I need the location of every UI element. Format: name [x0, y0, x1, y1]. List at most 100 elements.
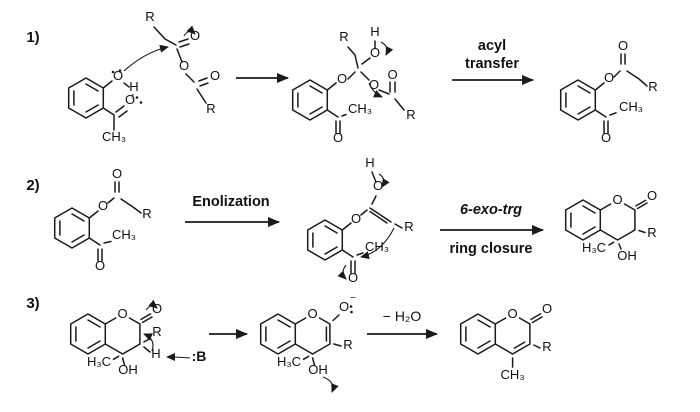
atom-r: R [145, 9, 154, 24]
atom-r: R [542, 339, 551, 354]
bonds [494, 313, 543, 368]
bonds [294, 314, 342, 366]
atom-r: R [343, 337, 352, 352]
atom-o: O [118, 306, 128, 321]
lone-pair-dot [118, 69, 122, 72]
dehydration-step: − H₂O [367, 308, 438, 339]
atom-o: O [601, 130, 611, 145]
bonds [104, 313, 153, 366]
curved-arrow-phenol-attack [123, 44, 169, 72]
atom-o: O [618, 38, 628, 53]
atom-h: H [370, 24, 379, 39]
atom-o: O [373, 178, 383, 193]
benzene-ring [559, 79, 597, 121]
curved-arrow-pi-to-oxygen [183, 25, 196, 37]
atom-o: O [333, 130, 343, 145]
atom-o: O [152, 301, 162, 316]
atom-o: O [95, 258, 105, 273]
bonds [102, 80, 130, 131]
molecule-chromanone-product: O O R H₃C OH [564, 188, 657, 263]
atom-o: O [190, 28, 200, 43]
benzene-ring [69, 313, 107, 355]
atom-ch3: CH₃ [365, 239, 389, 254]
atom-o: O [339, 299, 349, 314]
atom-o: O [370, 45, 380, 60]
molecule-hydroxyacetophenone: O H O CH₃ [67, 68, 143, 144]
atom-o: O [604, 70, 614, 85]
negative-charge: − [350, 293, 356, 304]
atom-r: R [648, 79, 657, 94]
curved-arrow-enol-oh [378, 173, 390, 188]
lone-pair-dot [139, 101, 143, 104]
molecule-coumarin-product: O O R CH₃ [459, 301, 552, 382]
atom-o: O [647, 188, 657, 203]
lone-pair-dots [111, 69, 143, 104]
atom-ch3: CH₃ [112, 227, 136, 242]
base-label: :B [192, 348, 207, 364]
curved-arrow-carbonyl-pi [145, 299, 158, 311]
step-2: 2) O O R CH₃ O Enolization O O H R CH₃ O [26, 155, 657, 285]
atom-o: O [387, 67, 397, 82]
atom-oh: OH [617, 248, 637, 263]
atom-oh: OH [118, 362, 138, 377]
curved-arrow-proton-transfer [380, 41, 394, 56]
atom-o: O [125, 92, 135, 107]
atom-r: R [404, 219, 413, 234]
atom-o: O [613, 192, 623, 207]
atom-h: H [129, 79, 138, 94]
atom-h: H [365, 155, 374, 170]
curved-arrow-ch-to-ring [143, 333, 154, 352]
atom-o: O [112, 166, 122, 181]
step-3-number: 3) [26, 295, 39, 312]
molecule-chromanone-with-base: O O R H H₃C OH :B [69, 299, 207, 377]
atom-o: O [337, 71, 347, 86]
acyl-transfer-label-line1: acyl [478, 38, 506, 54]
ring-closure-label: ring closure [450, 241, 533, 257]
step-1: 1) O H O CH₃ R O O O R [26, 9, 657, 145]
atom-o: O [508, 306, 518, 321]
benzene-ring [306, 219, 344, 261]
ring-closure-step: 6-exo-trg ring closure [440, 202, 544, 257]
atom-ch3: CH₃ [348, 101, 372, 116]
acyl-transfer-step: acyl transfer [452, 38, 534, 85]
curved-arrow-collapse [368, 82, 383, 98]
bonds [326, 40, 405, 134]
atom-h3c: H₃C [87, 354, 111, 369]
exo-trig-label: 6-exo-trg [460, 202, 522, 218]
benzene-ring [259, 313, 297, 355]
atom-r: R [647, 225, 656, 240]
atom-o: O [210, 68, 220, 83]
atom-h3c: H₃C [277, 354, 301, 369]
atom-ch3: CH₃ [619, 99, 643, 114]
molecule-anhydride: R O O O R [145, 9, 220, 116]
step-1-number: 1) [26, 29, 39, 46]
curved-arrow-water-leaving [322, 376, 339, 393]
curved-arrow-ketone-pi [337, 264, 347, 280]
atom-o: O [179, 58, 189, 73]
enolization-label: Enolization [192, 194, 269, 210]
atom-r: R [339, 29, 348, 44]
atom-oh: OH [308, 362, 328, 377]
atom-ch3: CH₃ [102, 129, 126, 144]
benzene-ring [291, 79, 329, 121]
atom-ch3: CH₃ [501, 367, 525, 382]
lone-pair-dot [135, 96, 139, 99]
lone-pair-dots [349, 305, 353, 314]
curved-arrow-enol-attack [360, 227, 395, 260]
benzene-ring [564, 199, 602, 241]
atom-r: R [406, 107, 415, 122]
benzene-ring [67, 77, 105, 119]
molecule-tetrahedral-intermediate: O R H O O O R CH₃ O [291, 24, 416, 145]
hydrogen-bond [131, 93, 134, 100]
atom-o: O [98, 198, 108, 213]
atom-o: O [348, 270, 358, 285]
atom-o: O [542, 301, 552, 316]
atom-o: O [351, 211, 361, 226]
acyl-transfer-label-line2: transfer [465, 56, 519, 72]
curved-arrow-base-deprotonation [166, 353, 191, 362]
enolization-step: Enolization [185, 194, 280, 227]
bonds [599, 199, 648, 250]
atom-h: H [151, 346, 160, 361]
lone-pair-dot [111, 70, 115, 74]
